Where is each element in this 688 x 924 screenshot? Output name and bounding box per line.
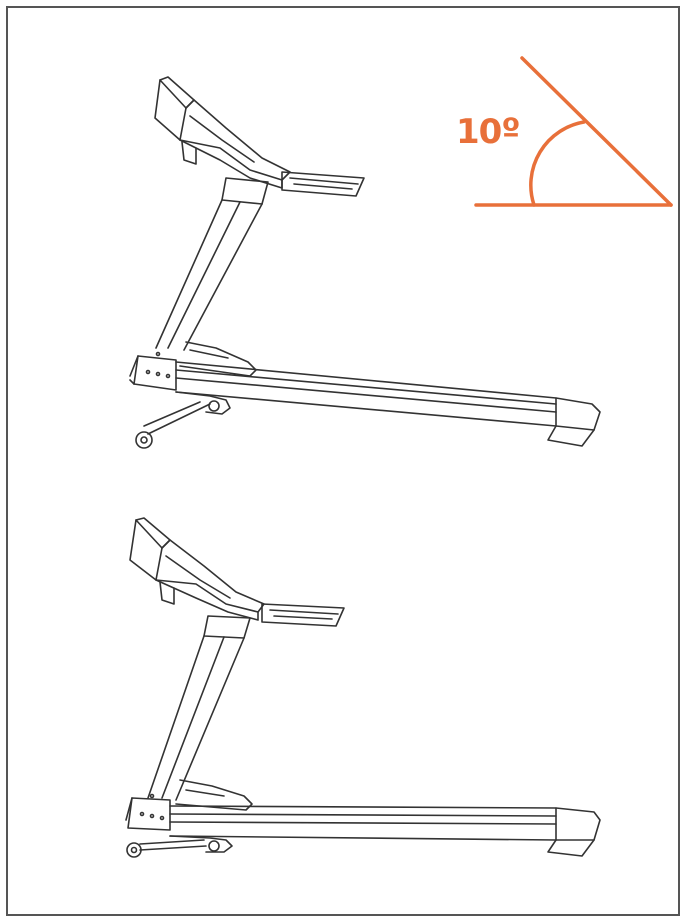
incline-leg-flat (126, 835, 233, 858)
incline-leg (135, 391, 231, 449)
console-flat (129, 517, 265, 621)
incline-angle-label: 10º (456, 112, 520, 152)
upright (155, 177, 269, 351)
angle-incline-line (520, 56, 673, 207)
motor-hood (179, 341, 257, 377)
motor-hood-flat (175, 779, 253, 811)
upright-flat (147, 615, 251, 801)
deck-flat (125, 793, 601, 857)
handlebar (281, 171, 365, 197)
angle-arc (529, 120, 586, 207)
deck (129, 351, 601, 447)
handlebar-flat (261, 603, 345, 627)
diagram-frame (6, 6, 680, 916)
